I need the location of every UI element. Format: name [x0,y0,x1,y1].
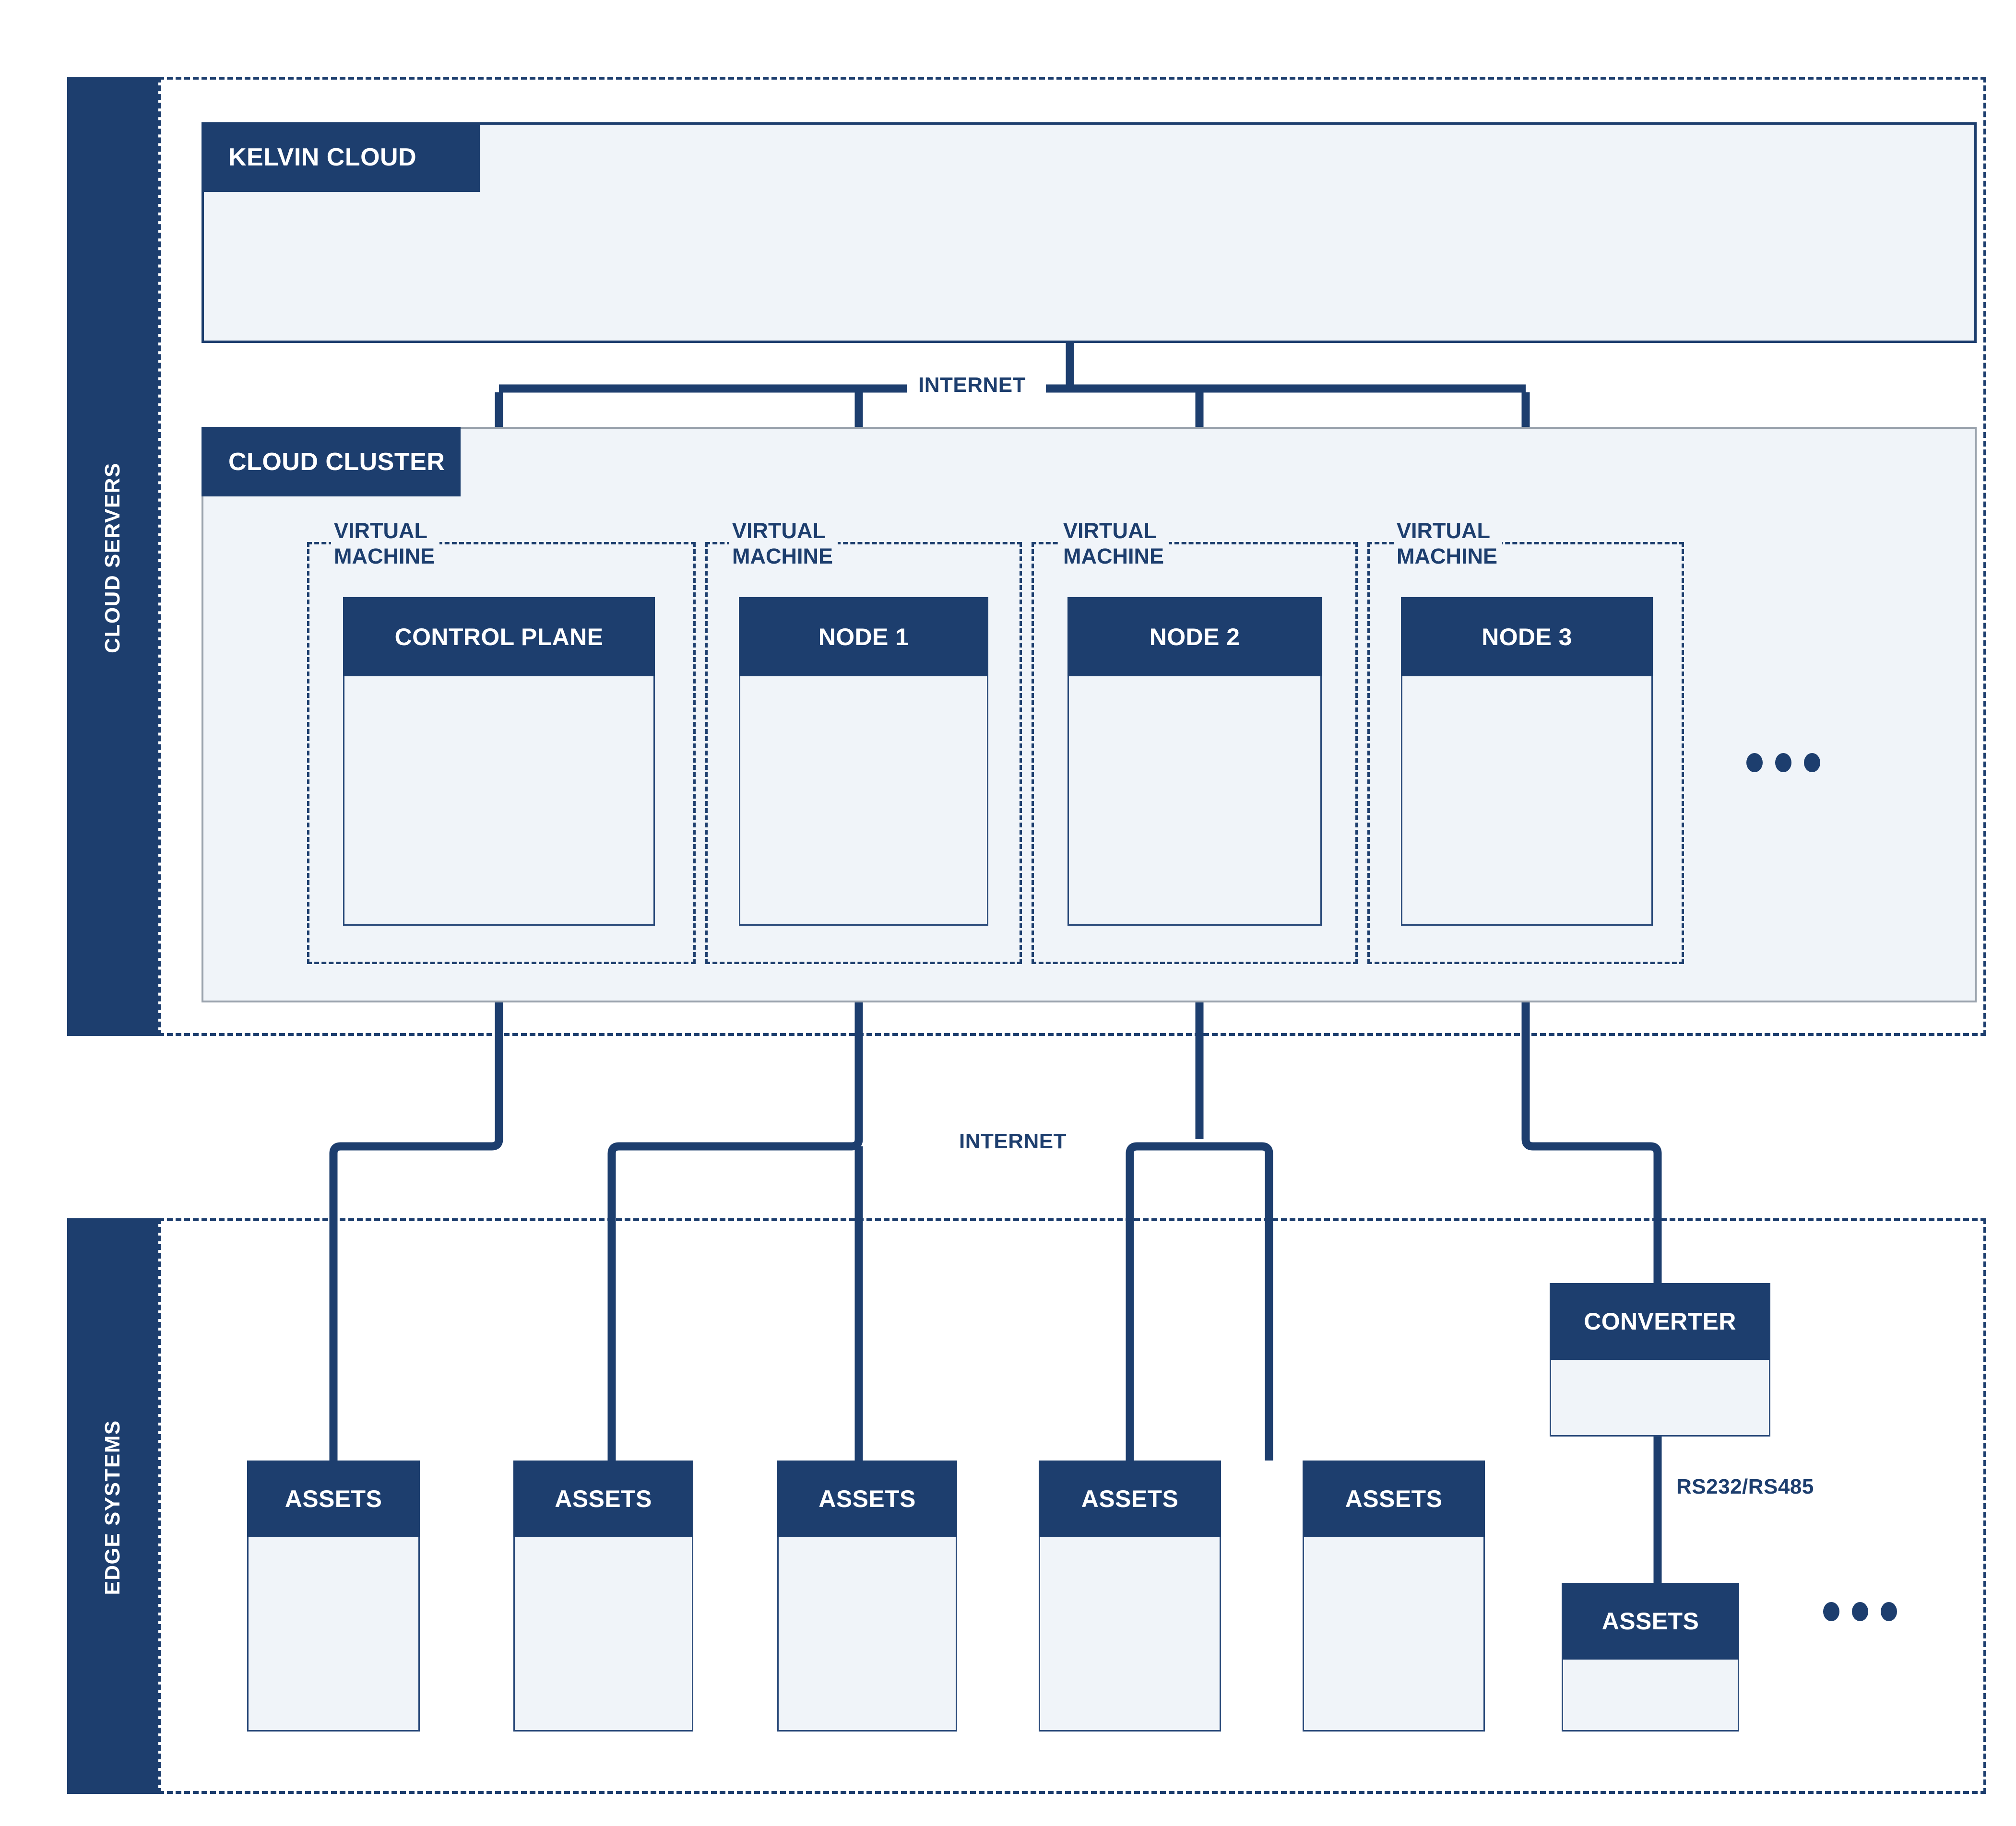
node-2-body [1067,676,1322,926]
node-3-header: NODE 3 [1401,597,1653,676]
asset-3-header: ASSETS [777,1461,957,1537]
converter-body [1550,1360,1770,1437]
virtual-machine-label-4: VIRTUAL MACHINE [1394,518,1502,569]
band-edge-systems-label: EDGE SYSTEMS [101,1420,124,1595]
asset-converter-body [1562,1660,1739,1732]
node-1-body [739,676,988,926]
kelvin-cloud-title: KELVIN CLOUD [202,122,480,192]
edge-systems-boundary [158,1218,1986,1794]
cluster-ellipsis-icon [1746,753,1820,772]
band-edge-systems [67,1218,158,1794]
control-plane-header: CONTROL PLANE [343,597,655,676]
asset-3-body [777,1537,957,1732]
virtual-machine-label-2: VIRTUAL MACHINE [729,518,838,569]
asset-4-body [1039,1537,1221,1732]
node-1-header: NODE 1 [739,597,988,676]
asset-2-header: ASSETS [513,1461,693,1537]
asset-converter-header: ASSETS [1562,1583,1739,1660]
asset-5-header: ASSETS [1303,1461,1485,1537]
internet-label-bottom: INTERNET [952,1130,1073,1154]
asset-5-body [1303,1537,1485,1732]
band-cloud-servers [67,77,158,1036]
virtual-machine-box-1 [307,542,696,964]
virtual-machine-label-1: VIRTUAL MACHINE [331,518,439,569]
converter-header: CONVERTER [1550,1283,1770,1360]
virtual-machine-label-3: VIRTUAL MACHINE [1060,518,1169,569]
cloud-servers-boundary [158,77,1986,1036]
link-node3-to-converter [1521,926,1662,1283]
link-node1-to-asset2 [607,926,863,1461]
link-controlplane-to-asset1 [329,926,503,1461]
link-node2-to-asset4-asset5 [1126,1142,1273,1461]
virtual-machine-box-2 [705,542,1022,964]
node-3-body [1401,676,1653,926]
asset-1-header: ASSETS [247,1461,420,1537]
virtual-machine-box-3 [1032,542,1358,964]
kelvin-cloud-panel [202,122,1977,343]
internet-label-top: INTERNET [912,373,1032,397]
band-cloud-servers-label: CLOUD SERVERS [101,462,124,653]
node-2-header: NODE 2 [1067,597,1322,676]
asset-2-body [513,1537,693,1732]
virtual-machine-box-4 [1367,542,1684,964]
control-plane-body [343,676,655,926]
asset-1-body [247,1537,420,1732]
cloud-cluster-title: CLOUD CLUSTER [202,427,461,496]
edge-ellipsis-icon [1823,1602,1897,1621]
asset-4-header: ASSETS [1039,1461,1221,1537]
serial-link-label: RS232/RS485 [1670,1475,1821,1499]
